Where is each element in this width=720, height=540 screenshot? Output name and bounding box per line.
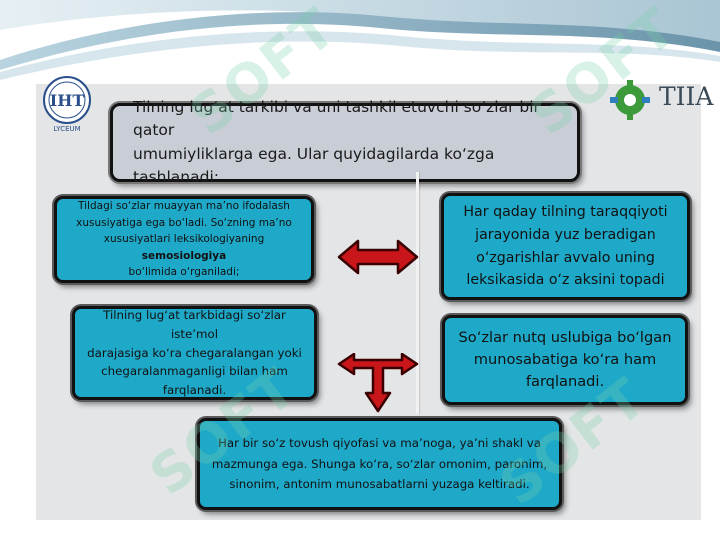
box1-line-2: xususiyatiga ega bo‘ladi. So‘zning ma’no (76, 216, 292, 229)
box3-line-4: farqlanadi. (162, 383, 227, 398)
box4-line-2: munosabatiga ko‘ra ham (473, 351, 657, 369)
box4-line-3: farqlanadi. (525, 372, 605, 390)
usage-degree-box: Tilning lug‘at tarkbidagi so‘zlar iste’m… (72, 306, 317, 400)
box5-line-1: Har bir so‘z tovush qiyofasi va ma’noga,… (217, 436, 542, 451)
box1-line-3: xususiyatlari leksikologiyaning semosiol… (65, 231, 303, 264)
tiia-logo-gear-icon (610, 80, 650, 120)
box3-line-2: darajasiga ko‘ra chegaralangan yoki (87, 345, 302, 360)
speech-style-box: So‘zlar nutq uslubiga bo‘lgan munosabati… (442, 315, 688, 405)
box1-line-3-text: xususiyatlari leksikologiyaning (103, 233, 265, 246)
box1-bold-term: semosiologiya (141, 249, 227, 262)
box2-line-4: leksikasida o‘z aksini topadi (466, 272, 665, 289)
box5-line-3: sinonim, antonim munosabatlarni yuzaga k… (229, 477, 530, 492)
box2-line-2: jarayonida yuz beradigan (475, 226, 656, 243)
form-meaning-box: Har bir so‘z tovush qiyofasi va ma’noga,… (197, 418, 562, 510)
box3-line-1: Tilning lug‘at tarkbidagi so‘zlar iste’m… (103, 307, 286, 341)
box2-line-1: Har qaday tilning taraqqiyoti (463, 204, 668, 221)
box1-line-1: Tildagi so‘zlar muayyan ma’no ifodalash (78, 200, 290, 213)
title-line-2: umumiyliklarga ega. Ular quyidagilarda k… (133, 144, 495, 186)
box5-line-2: mazmunga ega. Shunga ko‘ra, so‘zlar omon… (211, 456, 548, 471)
iht-logo: IHT LYCEUM (43, 76, 91, 133)
box2-line-3: o‘zgarishlar avvalo uning (476, 249, 655, 266)
semantics-box: Tildagi so‘zlar muayyan ma’no ifodalash … (54, 196, 314, 283)
double-headed-arrow-icon (337, 239, 419, 275)
svg-text:IHT: IHT (50, 91, 85, 110)
slide-title: Tilning lug‘at tarkibi va uni tashkil et… (110, 98, 580, 186)
development-box: Har qaday tilning taraqqiyoti jarayonida… (441, 193, 690, 300)
box1-line-4: bo‘limida o‘rganiladi; (128, 266, 240, 279)
vertical-connector-line (416, 172, 419, 414)
title-line-1: Tilning lug‘at tarkibi va uni tashkil et… (133, 98, 540, 140)
svg-text:LYCEUM: LYCEUM (53, 125, 80, 133)
tiia-logo-text: TIIA (659, 82, 714, 111)
box3-line-3: chegaralanmaganligi bilan ham (101, 364, 288, 379)
header-swoosh-decoration (0, 0, 720, 80)
t-shaped-arrow-icon (337, 353, 419, 413)
box4-line-1: So‘zlar nutq uslubiga bo‘lgan (458, 329, 672, 347)
